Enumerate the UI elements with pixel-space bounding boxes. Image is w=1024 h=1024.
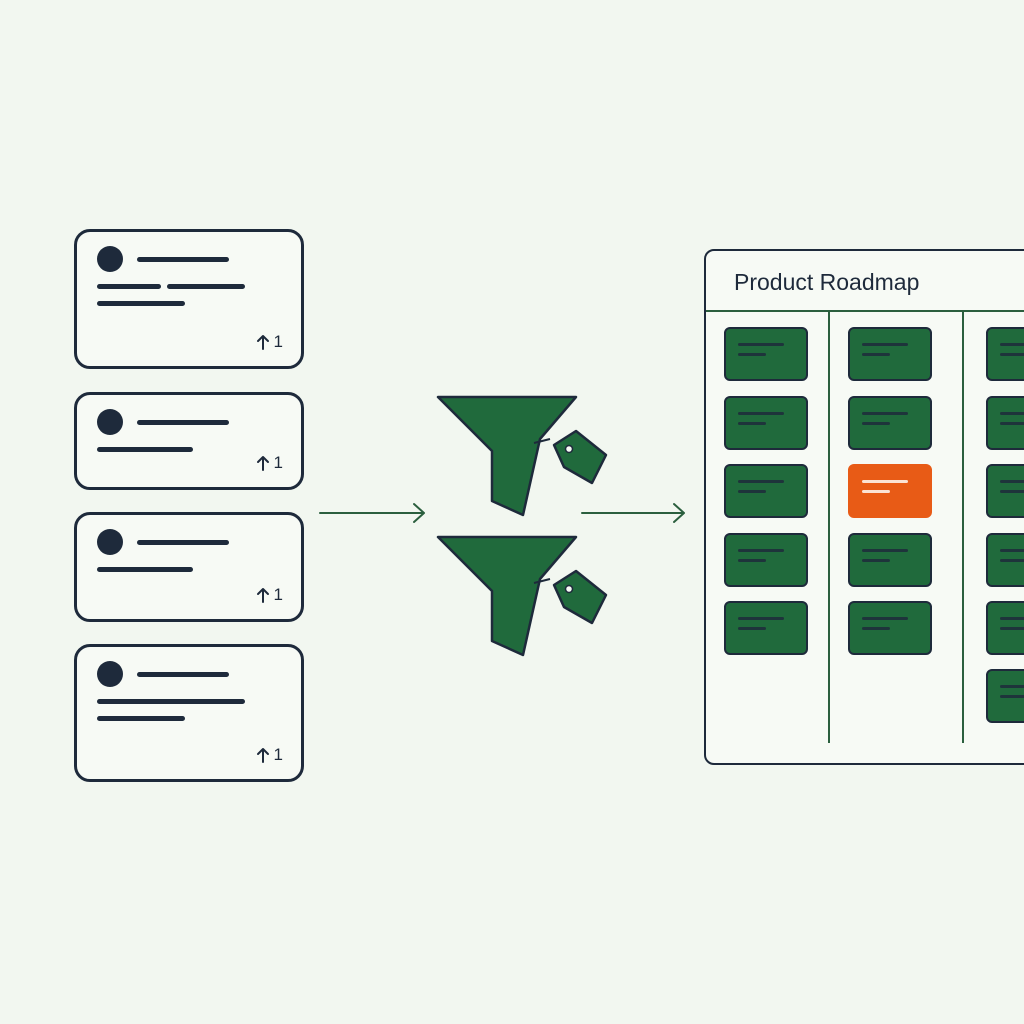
vote-count[interactable]: 1 <box>256 745 283 765</box>
flow-arrow-icon <box>319 503 425 523</box>
roadmap-card[interactable] <box>986 396 1024 450</box>
funnel-icon <box>436 395 608 517</box>
arrow-up-icon <box>256 456 269 471</box>
feedback-card[interactable]: 1 <box>74 229 304 369</box>
feedback-card[interactable]: 1 <box>74 392 304 490</box>
text-line <box>97 716 185 721</box>
arrow-up-icon <box>256 748 269 763</box>
roadmap-card[interactable] <box>986 669 1024 723</box>
roadmap-card[interactable] <box>848 327 932 381</box>
tag-icon <box>552 429 608 485</box>
text-line <box>97 699 245 704</box>
roadmap-card[interactable] <box>848 396 932 450</box>
roadmap-card[interactable] <box>986 327 1024 381</box>
arrow-up-icon <box>256 335 269 350</box>
text-line <box>97 301 185 306</box>
avatar <box>97 409 123 435</box>
avatar <box>97 529 123 555</box>
text-line <box>137 672 229 677</box>
avatar <box>97 246 123 272</box>
vote-number: 1 <box>273 453 283 472</box>
text-line <box>137 420 229 425</box>
vote-number: 1 <box>273 745 283 764</box>
text-line <box>97 567 193 572</box>
roadmap-card[interactable] <box>724 464 808 518</box>
vote-count[interactable]: 1 <box>256 332 283 352</box>
text-line <box>137 540 229 545</box>
feedback-card[interactable]: 1 <box>74 644 304 782</box>
avatar <box>97 661 123 687</box>
roadmap-card[interactable] <box>848 533 932 587</box>
text-line <box>97 284 161 289</box>
flow-arrow-icon <box>581 503 685 523</box>
feedback-card[interactable]: 1 <box>74 512 304 622</box>
roadmap-card[interactable] <box>724 601 808 655</box>
roadmap-card[interactable] <box>986 601 1024 655</box>
roadmap-card-new[interactable] <box>848 464 932 518</box>
vote-number: 1 <box>273 332 283 351</box>
roadmap-card[interactable] <box>986 464 1024 518</box>
column-divider <box>962 312 964 743</box>
vote-number: 1 <box>273 585 283 604</box>
board-title: Product Roadmap <box>734 269 920 295</box>
text-line <box>97 447 193 452</box>
arrow-up-icon <box>256 588 269 603</box>
roadmap-card[interactable] <box>986 533 1024 587</box>
roadmap-card[interactable] <box>724 533 808 587</box>
tag-icon <box>552 569 608 625</box>
column-divider <box>828 312 830 743</box>
roadmap-card[interactable] <box>724 396 808 450</box>
roadmap-card[interactable] <box>848 601 932 655</box>
roadmap-card[interactable] <box>724 327 808 381</box>
text-line <box>137 257 229 262</box>
vote-count[interactable]: 1 <box>256 453 283 473</box>
board-header-divider <box>706 310 1024 312</box>
roadmap-board: Product Roadmap <box>704 249 1024 765</box>
funnel-icon <box>436 535 608 657</box>
text-line <box>167 284 245 289</box>
vote-count[interactable]: 1 <box>256 585 283 605</box>
